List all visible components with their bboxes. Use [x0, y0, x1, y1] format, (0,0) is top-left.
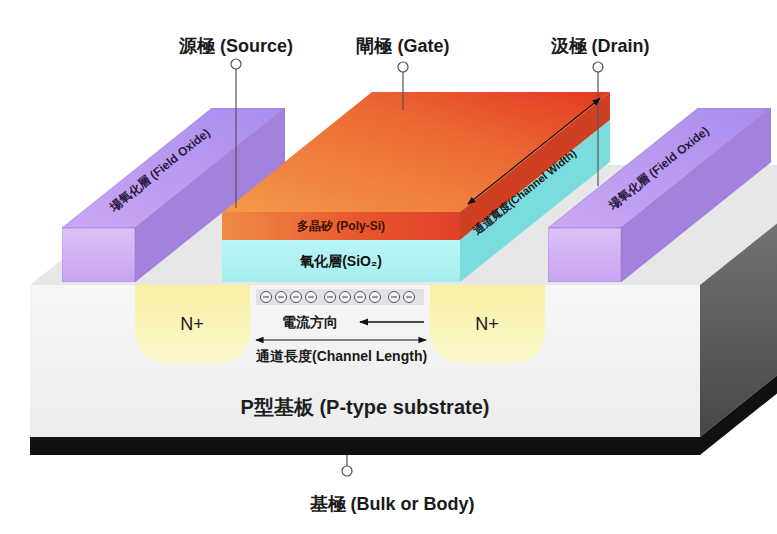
dimension-arrow	[256, 339, 426, 340]
current-label: 電流方向	[282, 314, 338, 331]
n-plus-region: N+	[430, 285, 545, 363]
leader-line	[235, 69, 236, 208]
electron-minus	[327, 296, 333, 297]
electron-symbol	[261, 292, 272, 303]
region-label: N+	[475, 314, 499, 336]
electron-minus	[391, 296, 397, 297]
region-label: N+	[180, 314, 204, 336]
terminal-label: 源極 (Source)	[179, 36, 293, 58]
layer-label: 多晶矽 (Poly-Si)	[297, 219, 385, 233]
layer-label: 氧化層(SiO₂)	[300, 253, 382, 270]
electron-symbol	[306, 292, 317, 303]
dimension-label: 通道長度(Channel Length)	[256, 348, 427, 365]
terminal-label: 閘極 (Gate)	[356, 36, 449, 58]
field-oxide-outline	[548, 108, 771, 282]
n-plus-region: N+	[135, 285, 250, 363]
current-arrow	[360, 321, 424, 322]
electron-minus	[308, 296, 314, 297]
leader-dot	[342, 466, 352, 476]
field-oxide-front	[62, 228, 135, 282]
electron-minus	[406, 296, 412, 297]
electron-symbol	[389, 292, 400, 303]
electron-symbol	[340, 292, 351, 303]
electron-minus	[342, 296, 348, 297]
poly-si-gate: 多晶矽 (Poly-Si)	[222, 212, 460, 240]
field-oxide: 場氧化層 (Field Oxide)	[548, 108, 771, 282]
leader-line	[402, 72, 403, 110]
gate-oxide: 氧化層(SiO₂)	[222, 240, 460, 282]
channel-band	[256, 289, 424, 305]
leader-dot	[231, 59, 241, 69]
electron-minus	[357, 296, 363, 297]
electron-minus	[278, 296, 284, 297]
electron-symbol	[355, 292, 366, 303]
electron-row	[261, 292, 415, 303]
electron-symbol	[404, 292, 415, 303]
leader-line	[597, 72, 598, 186]
leader-dot	[398, 62, 408, 72]
electron-minus	[263, 296, 269, 297]
electron-symbol	[276, 292, 287, 303]
electron-symbol	[325, 292, 336, 303]
electron-symbol	[370, 292, 381, 303]
field-oxide-front	[548, 228, 621, 282]
leader-line	[346, 455, 347, 466]
terminal-label: 基極 (Bulk or Body)	[310, 494, 475, 516]
substrate-label: P型基板 (P-type substrate)	[241, 395, 490, 419]
electron-minus	[293, 296, 299, 297]
electron-symbol	[291, 292, 302, 303]
substrate-side-face	[700, 223, 777, 437]
leader-dot	[593, 62, 603, 72]
terminal-label: 汲極 (Drain)	[551, 36, 650, 58]
electron-minus	[372, 296, 378, 297]
